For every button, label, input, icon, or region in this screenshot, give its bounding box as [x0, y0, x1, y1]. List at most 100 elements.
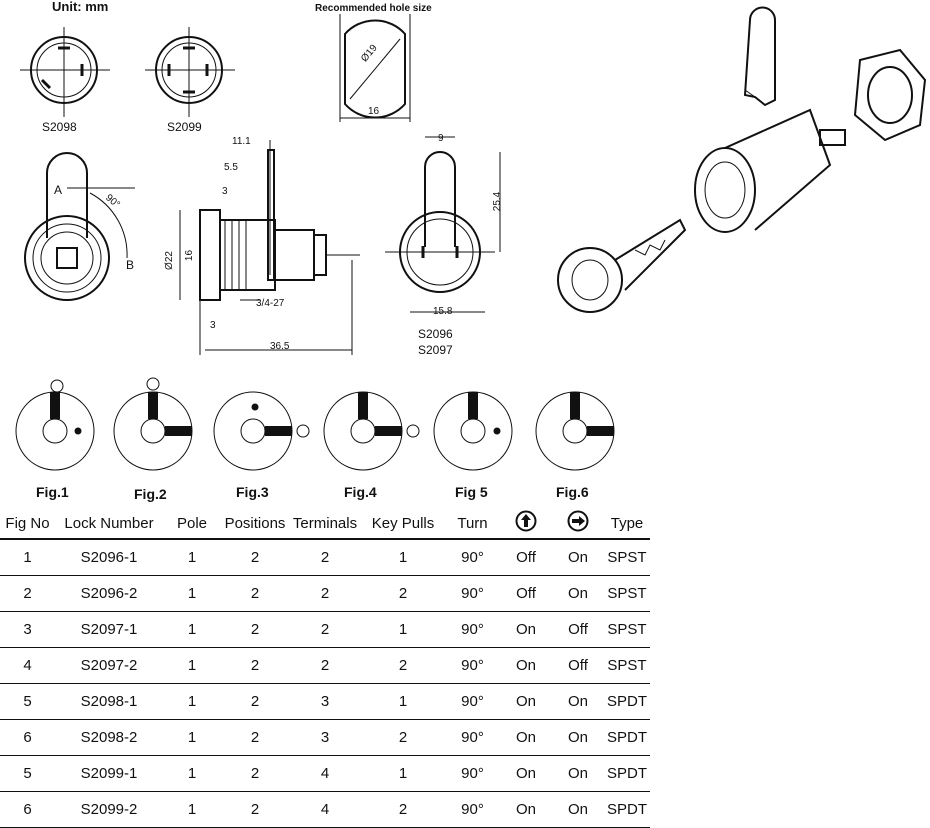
cell-pole: 1 — [163, 719, 221, 756]
header-turn: Turn — [445, 508, 500, 540]
cell-lock-number: S2098-1 — [55, 683, 163, 720]
cell-type: SPST — [604, 575, 650, 612]
cell-up-position: On — [500, 647, 552, 684]
cell-fig-no: 5 — [0, 755, 55, 792]
cell-positions: 2 — [221, 539, 289, 576]
cell-type: SPST — [604, 539, 650, 576]
cell-right-position: Off — [552, 611, 604, 648]
fig-caption-6: Fig.6 — [556, 484, 589, 500]
fig-3-diagram — [213, 391, 310, 471]
cell-type: SPST — [604, 611, 650, 648]
cell-positions: 2 — [221, 719, 289, 756]
side-view — [179, 140, 360, 355]
cell-pole: 1 — [163, 683, 221, 720]
header-fig-no: Fig No — [0, 508, 55, 540]
cell-pole: 1 — [163, 539, 221, 576]
hole-title: Recommended hole size — [315, 3, 432, 14]
header-key-pulls: Key Pulls — [361, 508, 445, 540]
cell-terminals: 4 — [289, 791, 361, 828]
cell-key-pulls: 1 — [361, 755, 445, 792]
cell-turn: 90° — [445, 575, 500, 612]
header-terminals: Terminals — [289, 508, 361, 540]
cell-terminals: 2 — [289, 575, 361, 612]
cell-fig-no: 5 — [0, 683, 55, 720]
cell-up-position: On — [500, 683, 552, 720]
header-pole: Pole — [163, 508, 221, 540]
cell-type: SPDT — [604, 755, 650, 792]
cell-turn: 90° — [445, 683, 500, 720]
header-lock-number: Lock Number — [55, 508, 163, 540]
cell-fig-no: 4 — [0, 647, 55, 684]
cell-right-position: On — [552, 719, 604, 756]
cell-positions: 2 — [221, 755, 289, 792]
side-dim-3: 3 — [222, 186, 228, 197]
hole-drawing — [339, 14, 411, 122]
cell-fig-no: 2 — [0, 575, 55, 612]
front-label-2: S2097 — [418, 343, 453, 357]
spec-table: Fig No Lock Number Pole Positions Termin… — [0, 508, 650, 828]
rotation-b: B — [126, 258, 135, 272]
fig-caption-4: Fig.4 — [344, 484, 377, 500]
cell-right-position: On — [552, 575, 604, 612]
cell-type: SPDT — [604, 683, 650, 720]
cell-pole: 1 — [163, 755, 221, 792]
cell-positions: 2 — [221, 647, 289, 684]
cell-turn: 90° — [445, 647, 500, 684]
cell-key-pulls: 1 — [361, 683, 445, 720]
hole-width: 16 — [368, 106, 380, 117]
cell-pole: 1 — [163, 611, 221, 648]
cell-type: SPDT — [604, 791, 650, 828]
front-view — [385, 136, 501, 313]
cell-key-pulls: 2 — [361, 647, 445, 684]
cell-up-position: On — [500, 719, 552, 756]
product-illustration — [557, 6, 927, 313]
front-label-1: S2096 — [418, 327, 453, 341]
fig-5-diagram — [433, 391, 513, 471]
fig-caption-2: Fig.2 — [134, 486, 167, 502]
cell-right-position: Off — [552, 647, 604, 684]
cell-fig-no: 6 — [0, 719, 55, 756]
header-right-position — [552, 508, 604, 540]
cell-right-position: On — [552, 683, 604, 720]
header-up-position — [500, 508, 552, 540]
cell-pole: 1 — [163, 791, 221, 828]
cell-lock-number: S2097-1 — [55, 611, 163, 648]
unit-label: Unit: mm — [52, 0, 109, 14]
fig-caption-3: Fig.3 — [236, 484, 269, 500]
cell-terminals: 2 — [289, 611, 361, 648]
side-dim-6: 3/4-27 — [256, 298, 285, 309]
cell-lock-number: S2098-2 — [55, 719, 163, 756]
front-dim-1: 9 — [438, 133, 444, 144]
cell-terminals: 2 — [289, 647, 361, 684]
cell-type: SPDT — [604, 719, 650, 756]
header-type: Type — [604, 508, 650, 540]
side-dim-8: 36.5 — [270, 341, 290, 352]
cell-positions: 2 — [221, 575, 289, 612]
cell-lock-number: S2096-1 — [55, 539, 163, 576]
fig-caption-1: Fig.1 — [36, 484, 69, 500]
cell-type: SPST — [604, 647, 650, 684]
cell-up-position: Off — [500, 575, 552, 612]
cell-key-pulls: 1 — [361, 611, 445, 648]
side-dim-2: 5.5 — [224, 162, 238, 173]
side-dim-4: Ø22 — [163, 251, 175, 270]
side-dim-1: 11.1 — [232, 136, 251, 147]
cell-up-position: On — [500, 611, 552, 648]
face-label-s2098: S2098 — [42, 120, 77, 134]
cell-lock-number: S2096-2 — [55, 575, 163, 612]
cell-positions: 2 — [221, 683, 289, 720]
cell-up-position: On — [500, 755, 552, 792]
table-header-row: Fig No Lock Number Pole Positions Termin… — [0, 508, 650, 540]
face-label-s2099: S2099 — [167, 120, 202, 134]
cell-terminals: 3 — [289, 683, 361, 720]
cell-terminals: 4 — [289, 755, 361, 792]
up-arrow-circle-icon — [515, 510, 537, 532]
cell-positions: 2 — [221, 611, 289, 648]
cell-terminals: 3 — [289, 719, 361, 756]
